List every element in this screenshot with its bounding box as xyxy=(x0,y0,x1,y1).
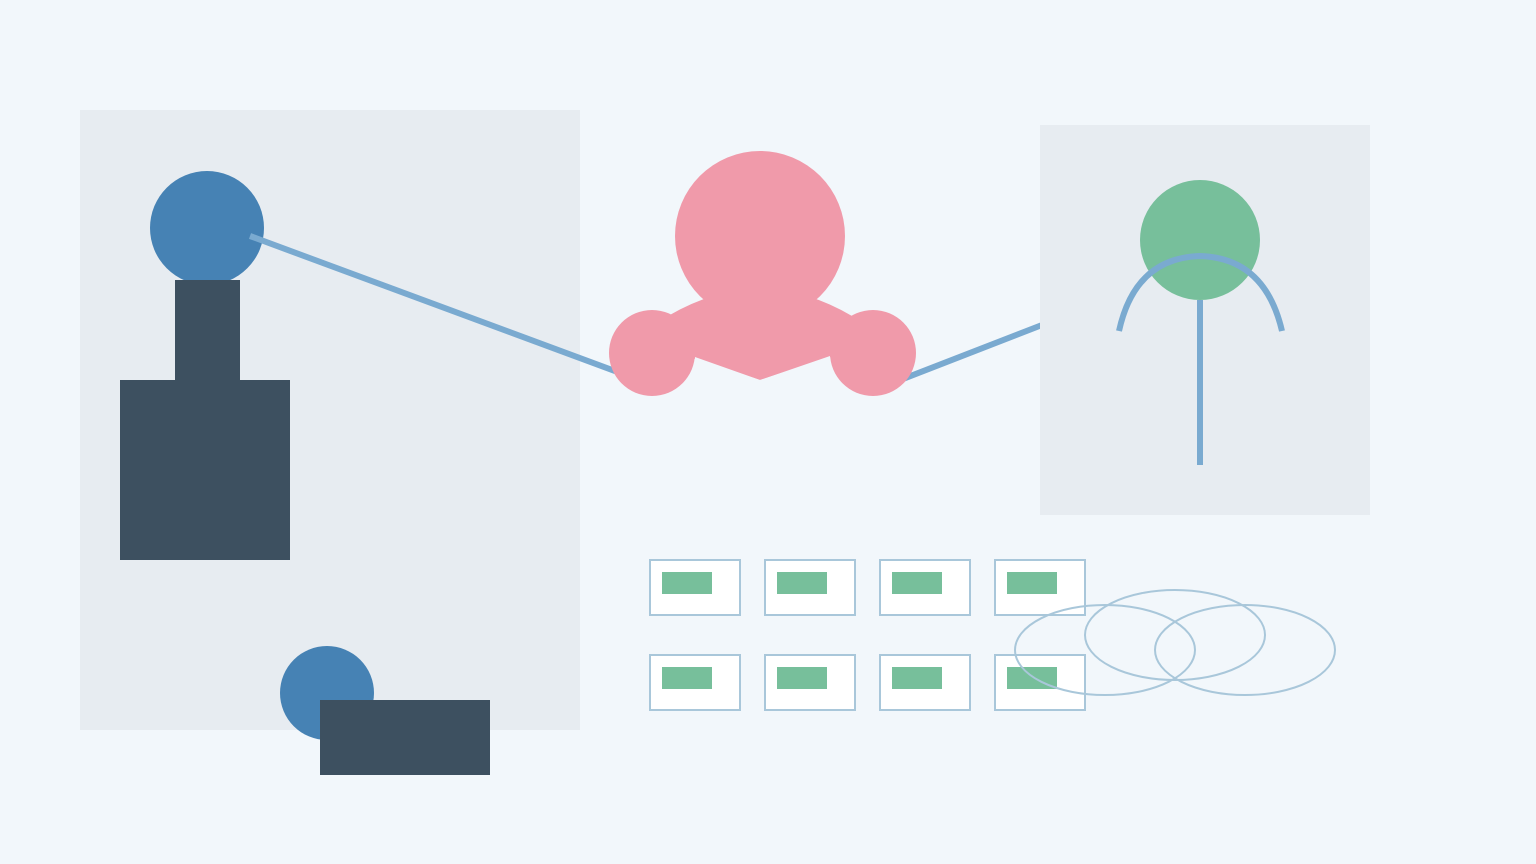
cloud-left-ellipse xyxy=(1014,604,1196,696)
person-with-headset-icon xyxy=(1116,180,1285,465)
person-head xyxy=(150,171,264,285)
grid-card-bar xyxy=(1007,572,1057,594)
group-of-people-icon xyxy=(609,151,916,396)
group-right-head xyxy=(830,310,916,396)
grid-card-bar xyxy=(777,572,827,594)
desk-block xyxy=(120,380,290,560)
person-at-laptop-icon xyxy=(280,646,490,775)
grid-card-bar xyxy=(662,667,712,689)
group-shoulders xyxy=(668,289,852,380)
grid-card-bar xyxy=(892,667,942,689)
connector-line-left xyxy=(248,233,652,387)
grid-card-bar xyxy=(662,572,712,594)
cloud-icon xyxy=(1014,589,1336,696)
grid-card-bar xyxy=(892,572,942,594)
cloud-top-ellipse xyxy=(1084,589,1266,681)
card-grid-icon xyxy=(649,559,1086,711)
headset-band xyxy=(1116,252,1285,332)
group-shoulder-notch xyxy=(695,356,830,390)
person-torso xyxy=(175,280,240,390)
grid-card-bar xyxy=(777,667,827,689)
connector-line-right xyxy=(888,322,1044,387)
group-center-head xyxy=(675,151,845,321)
laptop-block xyxy=(320,700,490,775)
group-left-head xyxy=(609,310,695,396)
headset-person-head xyxy=(1140,180,1260,300)
person-at-desk-icon xyxy=(120,171,290,560)
cloud-right-ellipse xyxy=(1154,604,1336,696)
